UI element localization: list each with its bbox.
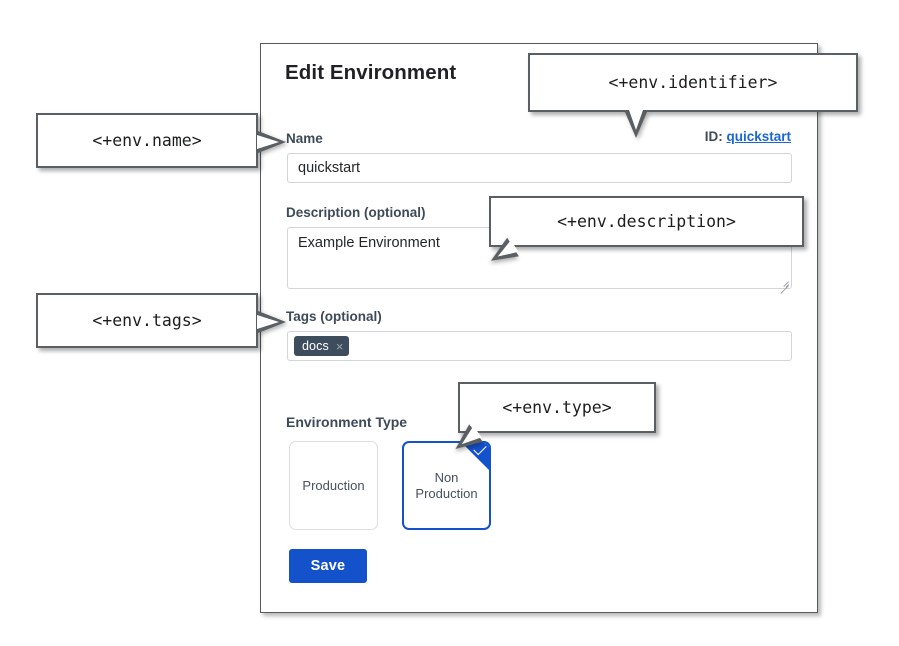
tag-chip-label: docs <box>302 339 329 353</box>
save-button[interactable]: Save <box>289 549 367 583</box>
tags-field-label: Tags (optional) <box>286 309 382 324</box>
annotation-callout-env-name: <+env.name> <box>36 113 286 168</box>
environment-type-option-label: Non Production <box>415 470 477 502</box>
close-icon[interactable]: × <box>335 338 344 354</box>
tag-chip-docs[interactable]: docs × <box>294 336 349 356</box>
environment-type-label: Environment Type <box>286 414 408 430</box>
annotation-callout-env-description: <+env.description> <box>485 196 804 271</box>
edit-environment-dialog: Edit Environment ID: quickstart Name Des… <box>260 43 818 613</box>
description-field-label: Description (optional) <box>286 205 426 220</box>
name-field-label: Name <box>286 131 323 146</box>
environment-type-option-production[interactable]: Production <box>289 441 378 530</box>
annotation-text: <+env.tags> <box>92 311 202 330</box>
environment-id-link[interactable]: quickstart <box>726 129 791 144</box>
environment-type-option-label-line1: Non <box>434 469 459 485</box>
annotation-text: <+env.name> <box>92 131 202 150</box>
environment-type-option-label: Production <box>302 477 365 493</box>
annotation-callout-env-identifier: <+env.identifier> <box>528 53 858 138</box>
environment-type-option-non-production[interactable]: Non Production <box>402 441 491 530</box>
environment-type-option-label-line2: Production <box>415 485 478 501</box>
name-input[interactable] <box>287 153 792 183</box>
selected-corner-badge <box>462 443 489 470</box>
annotation-text: <+env.identifier> <box>608 73 778 92</box>
page-title: Edit Environment <box>285 61 457 84</box>
tags-input[interactable]: docs × <box>287 331 792 361</box>
environment-id-row: ID: quickstart <box>705 129 791 144</box>
environment-id-label: ID: <box>704 129 723 144</box>
annotation-callout-env-type: <+env.type> <box>448 382 656 458</box>
annotation-text: <+env.type> <box>502 398 612 417</box>
annotation-text: <+env.description> <box>557 212 736 231</box>
annotation-callout-env-tags: <+env.tags> <box>36 293 286 348</box>
